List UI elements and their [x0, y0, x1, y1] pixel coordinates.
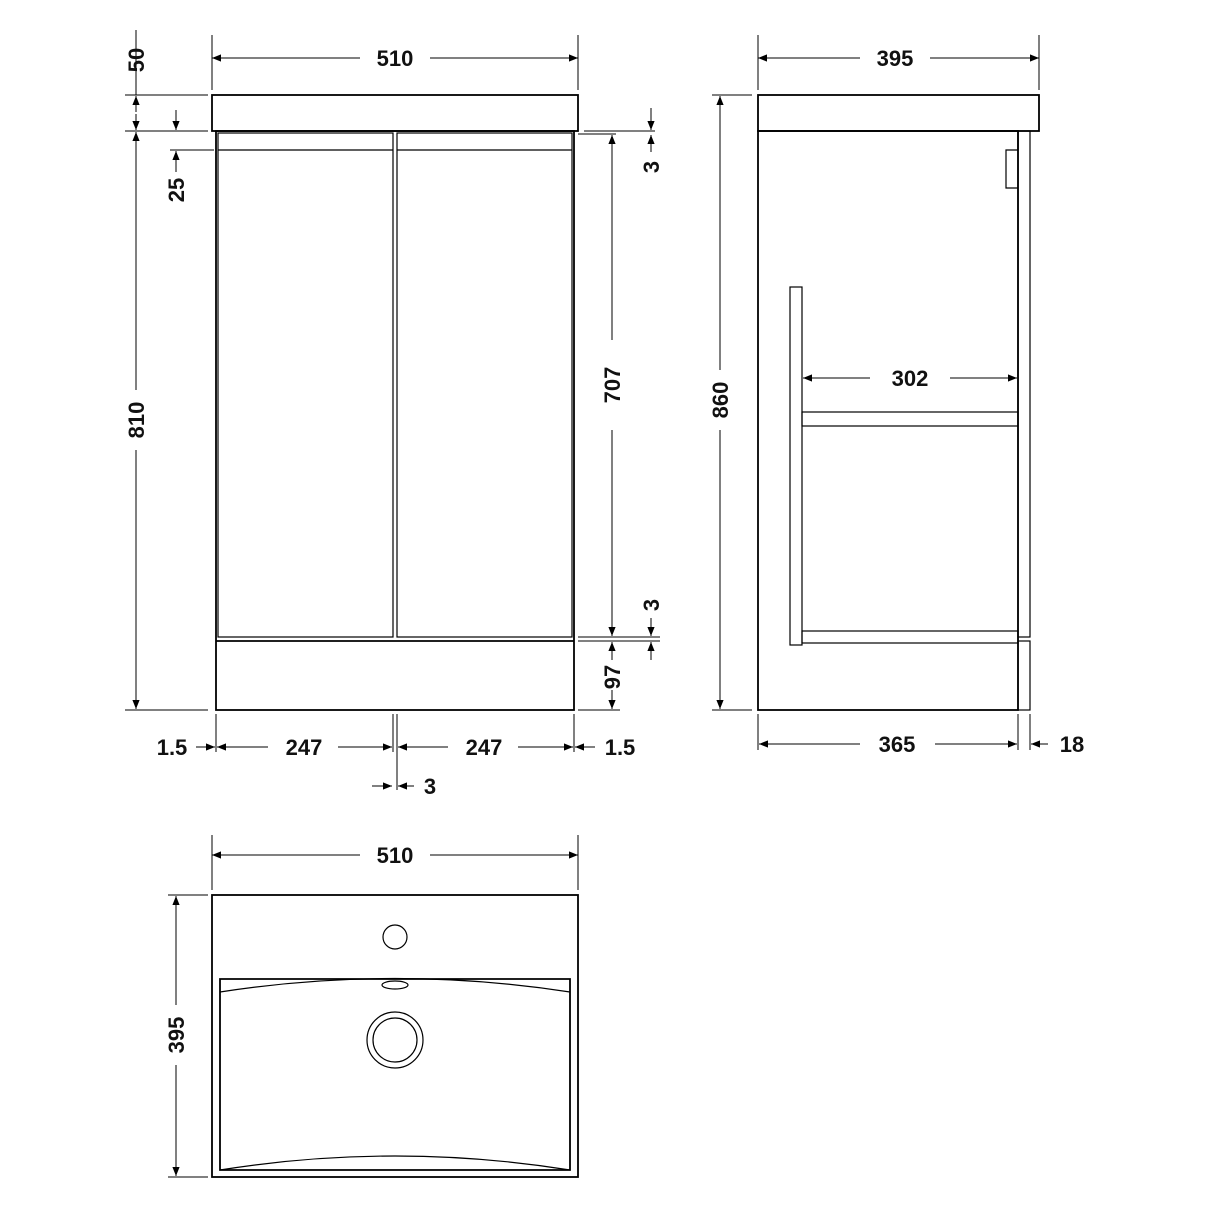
side-carcass — [757, 130, 1019, 711]
right-door — [396, 132, 573, 638]
basin-outline — [211, 894, 579, 1178]
handle-profile — [1005, 131, 1019, 189]
side-depth-label: 395 — [877, 46, 914, 71]
bowl-rim-bottom — [219, 1155, 571, 1171]
door-height-dimensions: 3 707 3 97 — [578, 108, 664, 711]
internal-depth-label: 302 — [892, 366, 929, 391]
door-thickness-label: 18 — [1060, 732, 1084, 757]
side-plinth-edge — [1017, 640, 1031, 711]
door-top-gap-label: 3 — [639, 161, 664, 173]
door-top-gap-dimension: 25 — [164, 110, 214, 202]
door-right-width-label: 247 — [466, 735, 503, 760]
top-depth-dimension: 395 — [164, 894, 208, 1178]
side-view — [757, 94, 1040, 711]
front-height-dimensions: 50 810 — [124, 30, 208, 711]
door-height-label: 707 — [600, 367, 625, 404]
top-width-dimension: 510 — [211, 835, 579, 890]
side-left-label: 1.5 — [157, 735, 188, 760]
side-depth-dimension: 395 — [757, 35, 1040, 90]
front-view — [211, 94, 579, 711]
back-panel — [789, 286, 803, 646]
front-width-dimension: 510 — [211, 35, 579, 90]
side-right-label: 1.5 — [605, 735, 636, 760]
center-gap-label: 3 — [424, 774, 436, 799]
bowl-outer — [219, 978, 571, 1171]
carcass-depth-label: 365 — [879, 732, 916, 757]
front-carcass — [215, 130, 575, 711]
worktop-height-label: 50 — [124, 48, 149, 72]
waste-outer — [366, 1011, 424, 1069]
door-bottom-gap-label: 3 — [639, 599, 664, 611]
door-left-width-label: 247 — [286, 735, 323, 760]
overall-height-label: 860 — [708, 382, 733, 419]
base-panel — [801, 630, 1019, 644]
front-worktop — [211, 94, 579, 132]
side-worktop — [757, 94, 1040, 132]
total-height-label: 810 — [124, 402, 149, 439]
top-depth-label: 395 — [164, 1017, 189, 1054]
door-gap-top-label: 25 — [164, 178, 189, 202]
overall-height-dimension: 860 — [708, 94, 752, 711]
top-view — [211, 894, 579, 1178]
side-bottom-dimensions: 365 18 — [757, 714, 1084, 757]
left-door — [217, 132, 394, 638]
waste-inner — [372, 1017, 418, 1063]
plinth-height-label: 97 — [600, 665, 625, 689]
front-width-label: 510 — [377, 46, 414, 71]
side-door-edge — [1017, 130, 1031, 638]
overflow — [381, 980, 409, 990]
front-bottom-dimensions: 1.5 247 247 1.5 3 — [157, 714, 636, 799]
tap-hole — [382, 924, 408, 950]
top-width-label: 510 — [377, 843, 414, 868]
shelf — [801, 411, 1019, 427]
bowl-rim-top — [219, 977, 571, 993]
internal-depth-dimension: 302 — [803, 366, 1017, 391]
